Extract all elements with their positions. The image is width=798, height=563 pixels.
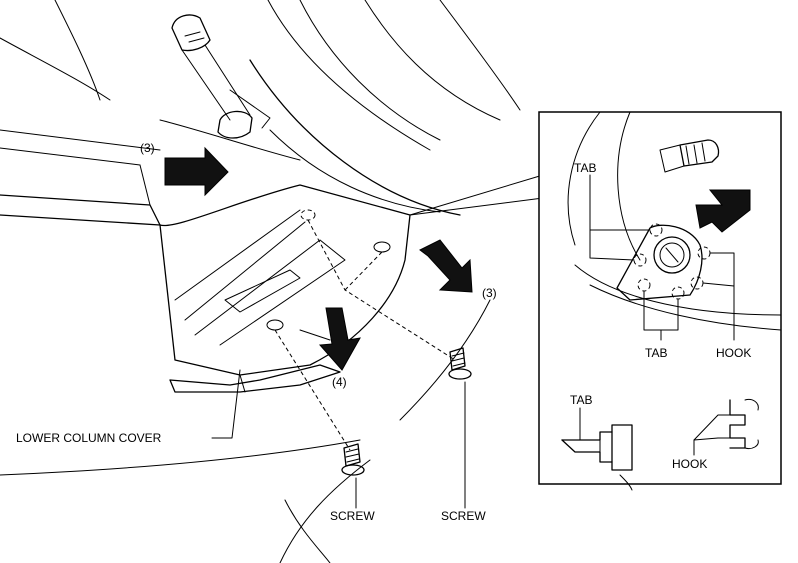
leader-lines: [211, 369, 466, 509]
steering-column-assembly: [0, 0, 544, 563]
label-step4: (4): [332, 375, 347, 389]
label-step3-left: (3): [140, 141, 155, 155]
detail-inset: [538, 111, 782, 491]
screw-left-graphic: [341, 443, 365, 476]
arrow-step3-right: [419, 239, 473, 293]
legend-label-tab: TAB: [570, 393, 592, 407]
inset-label-tab-top: TAB: [574, 161, 596, 175]
inset-label-tab-bottom: TAB: [645, 346, 667, 360]
label-step3-right: (3): [482, 286, 497, 300]
screw-right-graphic: [448, 347, 472, 380]
label-lower-column-cover: LOWER COLUMN COVER: [16, 431, 162, 445]
label-screw-right: SCREW: [441, 509, 486, 523]
legend-label-hook: HOOK: [672, 457, 707, 471]
label-screw-left: SCREW: [330, 509, 375, 523]
inset-label-hook: HOOK: [716, 346, 751, 360]
arrow-step4: [318, 307, 361, 371]
arrow-step3-left: [164, 146, 229, 197]
